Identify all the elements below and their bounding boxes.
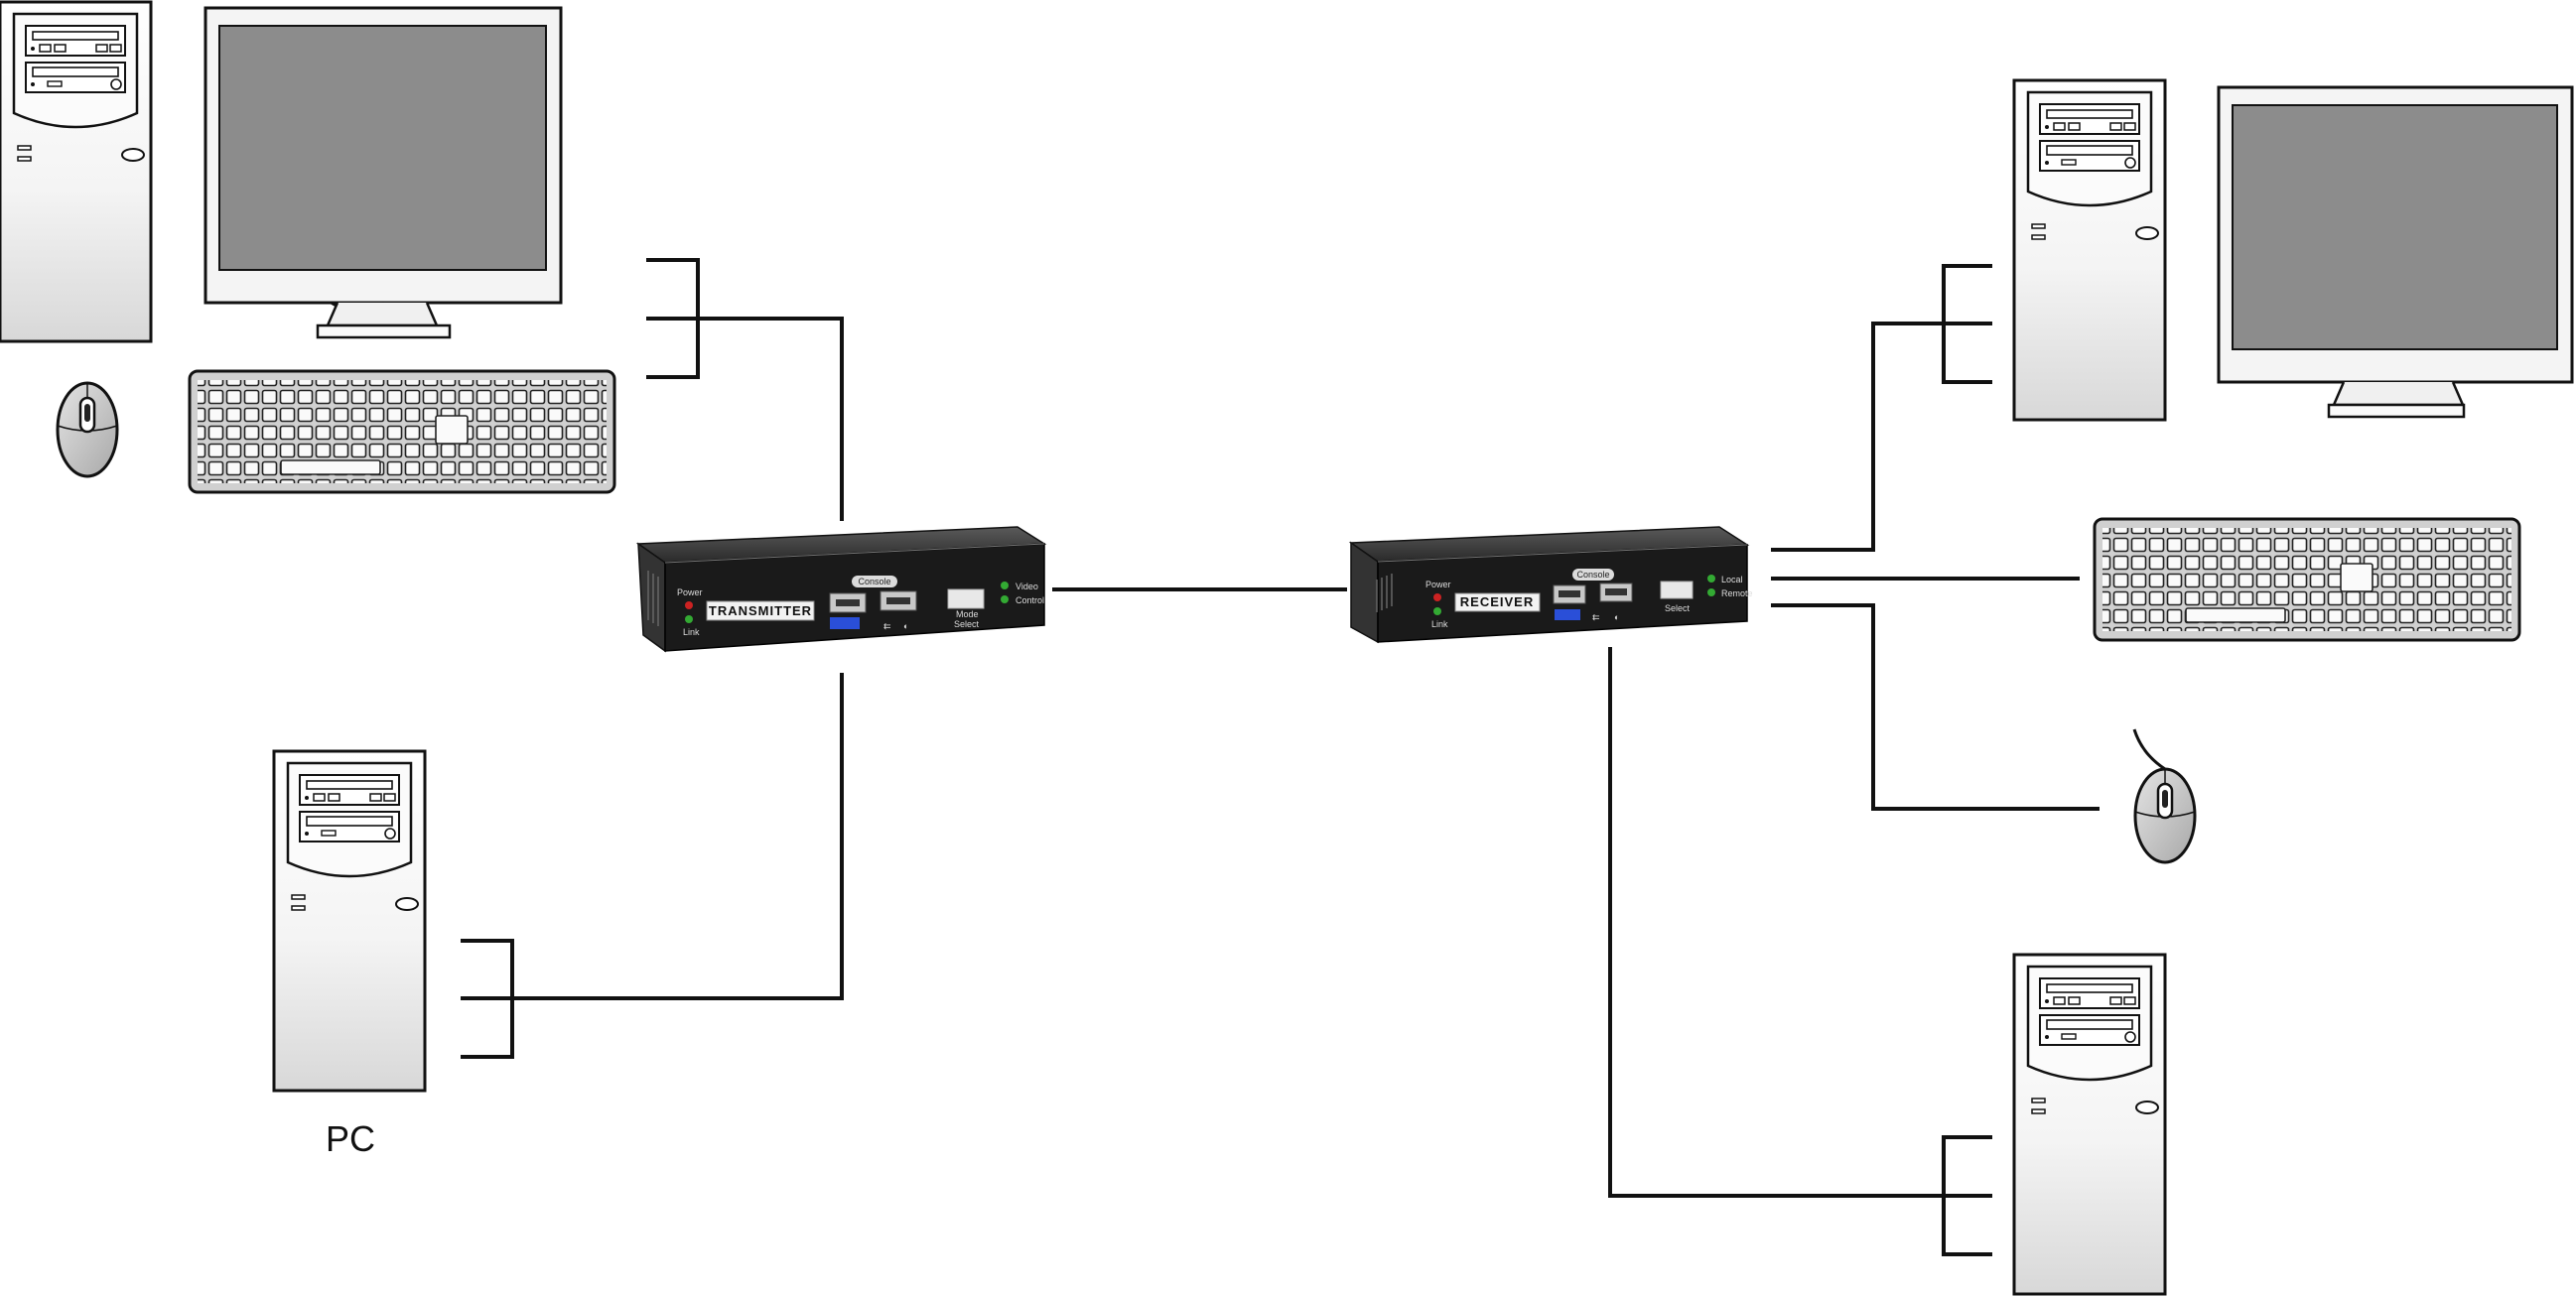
transmitter-control-label: Control bbox=[1016, 595, 1044, 605]
receiver-name-plate: RECEIVER bbox=[1460, 594, 1534, 609]
mouse-right-cord bbox=[2132, 728, 2166, 771]
mouse-left bbox=[56, 381, 119, 478]
receiver-link-label: Link bbox=[1431, 619, 1448, 629]
receiver-local-label: Local bbox=[1721, 575, 1743, 584]
monitor-left bbox=[203, 6, 563, 339]
receiver-remote-led bbox=[1707, 588, 1715, 596]
transmitter-power-label: Power bbox=[677, 587, 703, 597]
transmitter-mode-label: Mode bbox=[956, 609, 979, 619]
transmitter-console-label: Console bbox=[858, 577, 890, 586]
transmitter-power-led bbox=[685, 601, 693, 609]
transmitter-link-led bbox=[685, 615, 693, 623]
receiver-console-label: Console bbox=[1576, 570, 1609, 580]
receiver-select-label: Select bbox=[1665, 603, 1691, 613]
transmitter-name-plate: TRANSMITTER bbox=[709, 603, 812, 618]
receiver-local-led bbox=[1707, 575, 1715, 583]
transmitter-video-label: Video bbox=[1016, 582, 1038, 591]
console-cable-left bbox=[646, 258, 844, 521]
pc-tower-bottom-right bbox=[2012, 953, 2167, 1296]
receiver-power-label: Power bbox=[1425, 580, 1451, 589]
receiver-remote-label: Remote bbox=[1721, 588, 1753, 598]
transmitter-link-label: Link bbox=[683, 627, 700, 637]
keyboard-right bbox=[2093, 517, 2521, 642]
console-cable-right bbox=[1771, 264, 2100, 811]
pc-tower-top-right bbox=[2012, 78, 2167, 422]
transmitter-mode-select-button[interactable] bbox=[947, 588, 985, 609]
mouse-right bbox=[2133, 767, 2197, 864]
receiver-badge bbox=[1555, 609, 1580, 620]
pc-cable-right bbox=[1608, 647, 1992, 1256]
monitor-right bbox=[2217, 85, 2574, 419]
keyboard-left bbox=[188, 369, 616, 494]
pc-cable-left bbox=[461, 673, 844, 1059]
receiver-unit: Power Link RECEIVER Console ⇇ ◐ Select L… bbox=[1348, 526, 1753, 644]
transmitter-mouse-icon: ◐ bbox=[903, 621, 908, 631]
receiver-usb-icon: ⇇ bbox=[1592, 612, 1600, 622]
transmitter-badge bbox=[830, 617, 860, 629]
transmitter-select-label: Select bbox=[954, 619, 980, 629]
receiver-select-button[interactable] bbox=[1660, 581, 1694, 599]
receiver-mouse-icon: ◐ bbox=[1614, 612, 1619, 622]
transmitter-unit: Power Link TRANSMITTER Console ⇇ ◐ Mode … bbox=[635, 526, 1047, 653]
receiver-power-led bbox=[1433, 593, 1441, 601]
pc-tower-top-left bbox=[0, 0, 153, 343]
pc-label: PC bbox=[326, 1118, 375, 1159]
transmitter-usb-icon: ⇇ bbox=[883, 621, 891, 631]
transmitter-video-led bbox=[1001, 582, 1009, 589]
transmitter-control-led bbox=[1001, 595, 1009, 603]
receiver-link-led bbox=[1433, 607, 1441, 615]
pc-tower-bottom-left bbox=[272, 749, 427, 1093]
